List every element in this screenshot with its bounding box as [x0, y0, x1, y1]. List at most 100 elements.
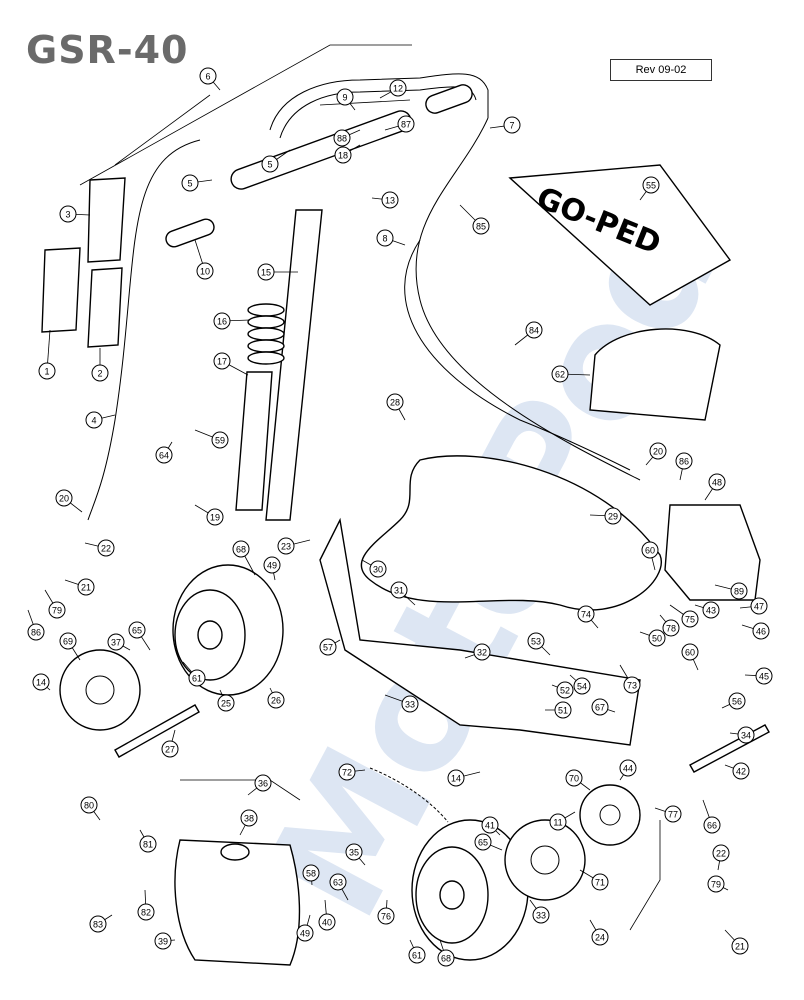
- callout-number: 49: [300, 929, 310, 939]
- callout-number: 22: [101, 544, 111, 554]
- callout-circle: [155, 446, 173, 464]
- callout-number: 43: [706, 606, 716, 616]
- callout-circle: [377, 907, 395, 925]
- callout-59: 59: [194, 429, 229, 449]
- callout-circle: [240, 809, 258, 827]
- callout-number: 30: [373, 565, 383, 575]
- callout-number: 79: [711, 880, 721, 890]
- callout-circle: [261, 155, 279, 173]
- callout-20: 20: [55, 489, 83, 513]
- callout-43: 43: [694, 601, 720, 619]
- callout-number: 52: [560, 686, 570, 696]
- callout-circle: [302, 864, 320, 882]
- callout-number: 62: [555, 370, 565, 380]
- callout-circle: [154, 932, 172, 950]
- steering-spring: [247, 303, 285, 365]
- callout-86: 86: [27, 609, 45, 641]
- callout-circle: [59, 205, 77, 223]
- callout-61: 61: [182, 661, 206, 687]
- callout-circle: [345, 843, 363, 861]
- callout-number: 88: [337, 134, 347, 144]
- callout-circle: [334, 146, 352, 164]
- callout-21: 21: [64, 578, 95, 596]
- callout-number: 87: [401, 120, 411, 130]
- callout-number: 37: [111, 638, 121, 648]
- callout-3: 3: [59, 205, 91, 223]
- callout-51: 51: [545, 701, 572, 719]
- callout-number: 48: [712, 478, 722, 488]
- callout-66: 66: [702, 799, 721, 834]
- callout-circle: [525, 321, 543, 339]
- callout-54: 54: [569, 674, 591, 695]
- callout-circle: [376, 229, 394, 247]
- callout-number: 86: [31, 628, 41, 638]
- callout-78: 78: [659, 614, 680, 637]
- callout-circle: [59, 632, 77, 650]
- callout-number: 33: [536, 911, 546, 921]
- callout-6: 6: [199, 67, 221, 91]
- callout-number: 27: [165, 745, 175, 755]
- callout-49: 49: [296, 914, 314, 942]
- callout-48: 48: [704, 473, 726, 501]
- callout-number: 25: [221, 699, 231, 709]
- callout-47: 47: [739, 597, 768, 615]
- callout-57: 57: [319, 638, 341, 656]
- callout-number: 59: [215, 436, 225, 446]
- callout-53: 53: [527, 632, 551, 656]
- callout-number: 33: [405, 700, 415, 710]
- callout-89: 89: [714, 582, 748, 600]
- callout-circle: [38, 362, 56, 380]
- callout-number: 21: [81, 583, 91, 593]
- callout-19: 19: [194, 504, 224, 526]
- callout-circle: [85, 411, 103, 429]
- callout-circle: [481, 816, 499, 834]
- callout-number: 20: [59, 494, 69, 504]
- callout-number: 20: [653, 447, 663, 457]
- callout-number: 74: [581, 610, 591, 620]
- callout-number: 32: [477, 648, 487, 658]
- callout-number: 10: [200, 267, 210, 277]
- callout-number: 64: [159, 451, 169, 461]
- callout-circle: [211, 431, 229, 449]
- callout-circle: [473, 643, 491, 661]
- callout-number: 69: [63, 637, 73, 647]
- callout-circle: [32, 673, 50, 691]
- callout-number: 61: [192, 674, 202, 684]
- diagram-title: GSR-40: [26, 28, 189, 72]
- callout-80: 80: [80, 796, 101, 821]
- callout-circle: [649, 442, 667, 460]
- callout-circle: [319, 638, 337, 656]
- callout-number: 6: [205, 72, 210, 82]
- callout-number: 65: [478, 838, 488, 848]
- callout-number: 70: [569, 774, 579, 784]
- callout-number: 66: [707, 821, 717, 831]
- callout-number: 68: [236, 545, 246, 555]
- callout-88: 88: [333, 129, 361, 147]
- callout-number: 67: [595, 703, 605, 713]
- callout-61: 61: [408, 939, 426, 964]
- callout-24: 24: [589, 919, 609, 946]
- callout-63: 63: [329, 873, 349, 901]
- callout-circle: [702, 601, 720, 619]
- callout-circle: [139, 835, 157, 853]
- callout-number: 19: [210, 513, 220, 523]
- callout-number: 18: [338, 151, 348, 161]
- callout-number: 76: [381, 912, 391, 922]
- callout-75: 75: [669, 604, 699, 628]
- callout-number: 60: [685, 648, 695, 658]
- callout-circle: [750, 597, 768, 615]
- callout-5: 5: [261, 149, 291, 173]
- callout-number: 22: [716, 849, 726, 859]
- callout-circle: [213, 312, 231, 330]
- callout-circle: [386, 393, 404, 411]
- callout-number: 35: [349, 848, 359, 858]
- callout-circle: [188, 669, 206, 687]
- callout-number: 9: [342, 93, 347, 103]
- callout-number: 41: [485, 821, 495, 831]
- callout-38: 38: [239, 809, 258, 836]
- callout-27: 27: [161, 729, 179, 758]
- callout-number: 63: [333, 878, 343, 888]
- callout-circle: [196, 262, 214, 280]
